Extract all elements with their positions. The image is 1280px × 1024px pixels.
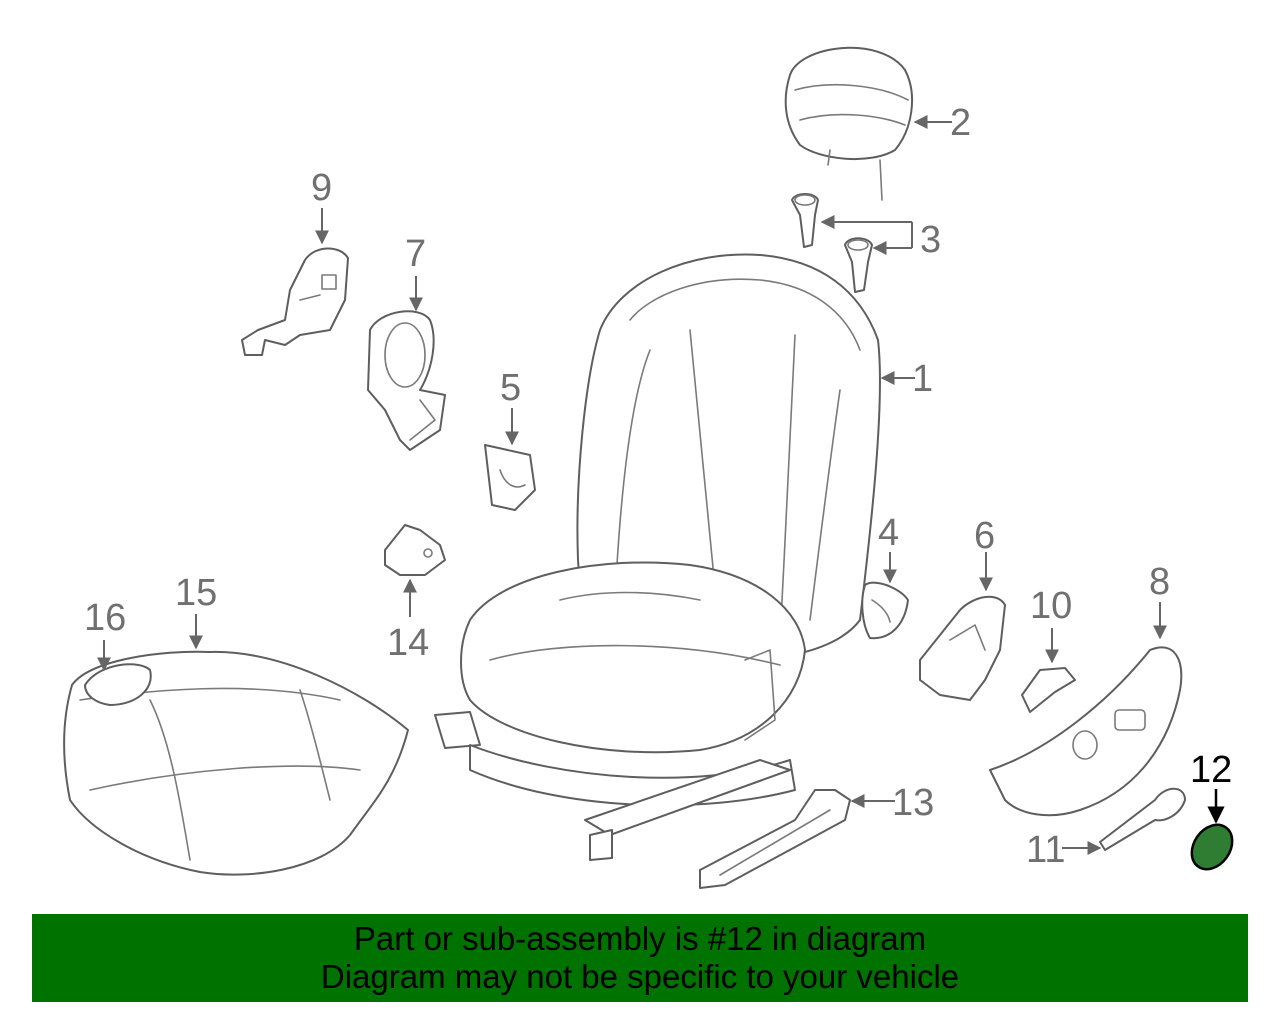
callout-4: 4 — [878, 512, 899, 554]
info-banner: Part or sub-assembly is #12 in diagram D… — [32, 914, 1248, 1002]
banner-line-1: Part or sub-assembly is #12 in diagram — [353, 920, 927, 957]
trim-clip-part — [1021, 667, 1076, 713]
adjust-knob-part — [1099, 787, 1186, 851]
callout-9: 9 — [311, 167, 332, 209]
highlighted-part-12 — [1190, 823, 1234, 871]
rail-cover-part — [699, 789, 851, 889]
callout-11: 11 — [1026, 829, 1065, 871]
cap-part — [861, 581, 909, 640]
banner-line-2: Diagram may not be specific to your vehi… — [320, 958, 960, 995]
recliner-cover-part — [367, 310, 446, 451]
hinge-cover-part — [241, 247, 349, 356]
callout-13: 13 — [892, 782, 934, 824]
headrest-guide-part — [791, 193, 873, 293]
clip-part — [484, 444, 536, 511]
callout-6: 6 — [974, 515, 995, 557]
callout-2: 2 — [950, 102, 971, 144]
callout-12: 12 — [1190, 749, 1232, 791]
recliner-lever-part — [919, 595, 1006, 701]
callout-10: 10 — [1030, 585, 1072, 627]
side-shield-part — [989, 646, 1183, 817]
bracket-part — [384, 524, 446, 576]
callout-8: 8 — [1149, 561, 1170, 603]
seat-assembly-part — [434, 253, 881, 861]
leader-lines — [97, 115, 1225, 855]
seat-cushion-cover-part — [63, 650, 409, 876]
callout-16: 16 — [84, 597, 126, 639]
callout-3: 3 — [920, 219, 941, 261]
callout-14: 14 — [387, 622, 429, 664]
callout-1: 1 — [912, 358, 933, 400]
callout-15: 15 — [175, 572, 217, 614]
headrest-part — [784, 46, 913, 201]
callout-labels: 1 2 3 4 5 6 7 8 9 10 11 12 13 14 15 16 — [84, 102, 1232, 871]
callout-5: 5 — [500, 367, 521, 409]
callout-7: 7 — [405, 233, 426, 275]
